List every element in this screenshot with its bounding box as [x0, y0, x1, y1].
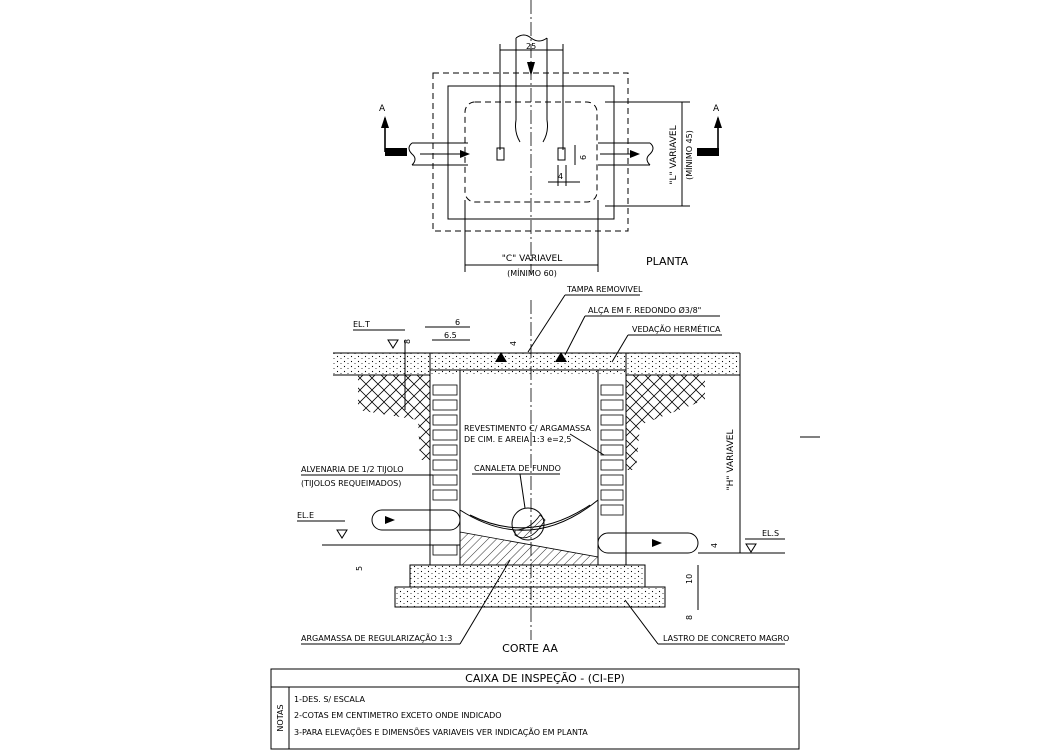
plan-outer-dashed	[432, 72, 629, 232]
plan-box-outline	[447, 85, 615, 220]
note-3: 3-PARA ELEVAÇÕES E DIMENSÕES VARIAVEIS V…	[294, 726, 588, 737]
dim-8-top: 8	[403, 339, 412, 344]
title-block-title: CAIXA DE INSPEÇÃO - (CI-EP)	[465, 672, 625, 685]
plan-dim-4: 4	[558, 172, 563, 181]
dim-65: 6.5	[444, 331, 457, 340]
inlet-pipe	[371, 509, 461, 531]
canaleta-label: CANALETA DE FUNDO	[474, 464, 561, 473]
section-marker-left: A	[379, 104, 386, 114]
vedacao-label: VEDAÇÃO HERMÉTICA	[632, 323, 721, 334]
plan-view: 25 6 4 A A "L" VARIAVEL (MÍNIMO 45) "C" …	[379, 0, 722, 278]
notes-label: NOTAS	[276, 704, 285, 731]
alca-label: ALÇA EM F. REDONDO Ø3/8"	[588, 305, 701, 315]
dim-4-outlet: 4	[710, 543, 719, 548]
argamassa-label: ARGAMASSA DE REGULARIZAÇÃO 1:3	[301, 633, 452, 643]
plan-handle-left	[496, 147, 505, 161]
section-view: EL.T EL.E EL.S "H" VARIAVEL 8 6 6.5 4 5 …	[297, 285, 820, 655]
el-s-label: EL.S	[762, 529, 779, 538]
section-title: CORTE AA	[502, 642, 558, 655]
dim-4-top: 4	[509, 341, 518, 346]
el-e-label: EL.E	[297, 511, 314, 520]
plan-dim-C-min: (MÍNIMO 60)	[507, 267, 557, 278]
channel-circle	[511, 507, 545, 541]
plan-dim-L-min: (MÍNIMO 45)	[683, 130, 694, 180]
plan-title: PLANTA	[646, 255, 689, 268]
dim-H: "H" VARIAVEL	[726, 430, 736, 491]
plan-dim-6: 6	[579, 155, 588, 160]
outlet-pipe	[597, 532, 699, 554]
removable-lid	[429, 352, 627, 371]
lean-concrete-base	[394, 586, 666, 608]
plan-dim-C: "C" VARIAVEL	[502, 254, 563, 264]
alvenaria-label-2: (TIJOLOS REQUEIMADOS)	[301, 479, 401, 488]
plan-dim-25: 25	[526, 42, 536, 51]
plan-handle-right	[557, 147, 566, 161]
dim-8-bottom: 8	[685, 615, 694, 620]
dim-5: 5	[355, 566, 364, 571]
title-block: CAIXA DE INSPEÇÃO - (CI-EP) NOTAS 1-DES.…	[270, 668, 800, 750]
dim-10: 10	[685, 574, 694, 584]
dim-6-top: 6	[455, 318, 460, 327]
plan-dim-L: "L" VARIAVEL	[669, 125, 679, 184]
section-marker-right: A	[713, 104, 720, 114]
wall-left	[429, 369, 461, 566]
revestimento-label-1: REVESTIMENTO C/ ARGAMASSA	[464, 424, 591, 433]
revestimento-label-2: DE CIM. E AREIA 1:3 e=2,5	[464, 435, 572, 444]
base-slab	[409, 564, 646, 588]
alvenaria-label-1: ALVENARIA DE 1/2 TIJOLO	[301, 465, 404, 474]
note-2: 2-COTAS EM CENTIMETRO EXCETO ONDE INDICA…	[294, 711, 502, 720]
lastro-label: LASTRO DE CONCRETO MAGRO	[663, 634, 789, 643]
el-t-label: EL.T	[353, 320, 370, 329]
tampa-label: TAMPA REMOVIVEL	[566, 285, 643, 294]
note-1: 1-DES. S/ ESCALA	[294, 695, 366, 704]
wall-right	[597, 369, 627, 566]
